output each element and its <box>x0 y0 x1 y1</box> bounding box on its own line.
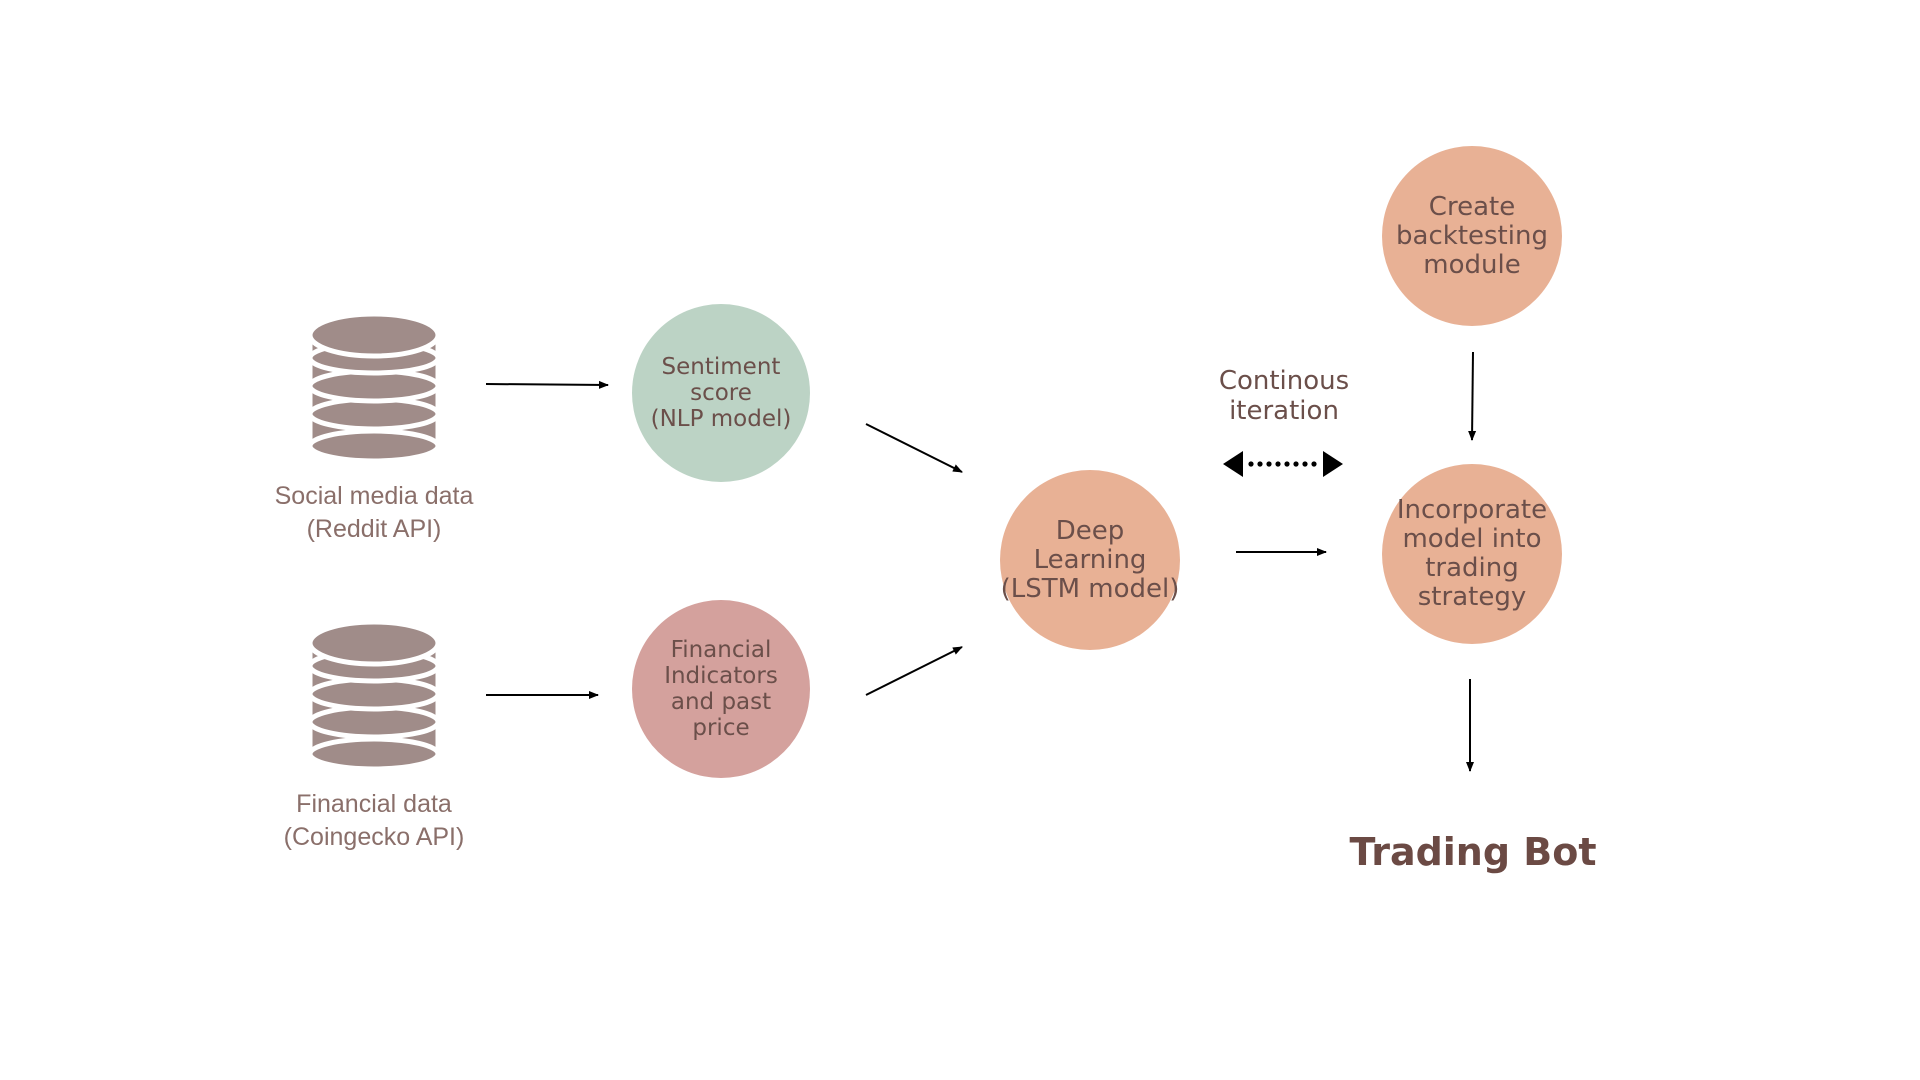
node-label-line: (LSTM model) <box>1000 573 1180 604</box>
arrow-sentiment-to-deep-learning <box>865 423 963 473</box>
node-label-line: score <box>690 380 752 406</box>
iteration-caption: Continous iteration <box>1174 366 1394 426</box>
node-label-line: backtesting <box>1396 220 1548 251</box>
iteration-dots <box>1248 461 1317 467</box>
arrow-social-to-sentiment <box>485 380 609 389</box>
iteration-dot <box>1248 461 1254 467</box>
node-label-line: (NLP model) <box>650 406 792 432</box>
node-label-line: Incorporate <box>1396 495 1548 525</box>
iteration-dot <box>1275 461 1281 467</box>
iteration-double-arrow <box>1223 451 1343 477</box>
iteration-dot <box>1284 461 1290 467</box>
database-icon <box>308 620 440 770</box>
source-label-line: Social media data <box>274 482 474 510</box>
node-label-line: Indicators <box>664 663 778 689</box>
iteration-arrowhead-right <box>1323 451 1343 477</box>
node-label-line: Deep <box>1055 515 1125 546</box>
node-label-line: model into <box>1402 524 1542 554</box>
iteration-arrowhead-left <box>1223 451 1243 477</box>
node-backtesting-module: Create backtesting module <box>1382 146 1562 326</box>
arrow-indicators-to-deep-learning <box>865 646 963 696</box>
iteration-caption-line: iteration <box>1229 396 1339 426</box>
node-label-line: price <box>692 715 750 741</box>
node-deep-learning: Deep Learning (LSTM model) <box>1000 470 1180 650</box>
node-label-line: Learning <box>1033 544 1147 575</box>
iteration-dot <box>1257 461 1263 467</box>
node-incorporate-strategy: Incorporate model into trading strategy <box>1382 464 1562 644</box>
iteration-caption-line: Continous <box>1218 366 1350 396</box>
source-label-line: (Reddit API) <box>306 515 442 543</box>
source-label-social: Social media data (Reddit API) <box>254 480 494 546</box>
iteration-dot <box>1293 461 1299 467</box>
source-label-financial: Financial data (Coingecko API) <box>254 788 494 854</box>
source-label-line: Financial data <box>296 790 452 818</box>
iteration-dot <box>1266 461 1272 467</box>
node-label-line: Create <box>1428 191 1516 222</box>
iteration-dot <box>1311 461 1317 467</box>
node-sentiment-score: Sentiment score (NLP model) <box>632 304 810 482</box>
node-label-line: Sentiment <box>661 354 781 380</box>
node-label-line: and past <box>670 689 772 715</box>
iteration-dot <box>1302 461 1308 467</box>
node-label-line: module <box>1423 249 1521 280</box>
node-label-line: strategy <box>1417 582 1527 612</box>
database-icon <box>308 312 440 462</box>
source-label-line: (Coingecko API) <box>283 823 465 851</box>
node-label-line: trading <box>1425 553 1519 583</box>
node-label-line: Financial <box>670 637 772 663</box>
node-financial-indicators: Financial Indicators and past price <box>632 600 810 778</box>
trading-bot-title: Trading Bot <box>1349 830 1597 874</box>
arrow-backtesting-to-incorporate <box>1468 351 1477 441</box>
